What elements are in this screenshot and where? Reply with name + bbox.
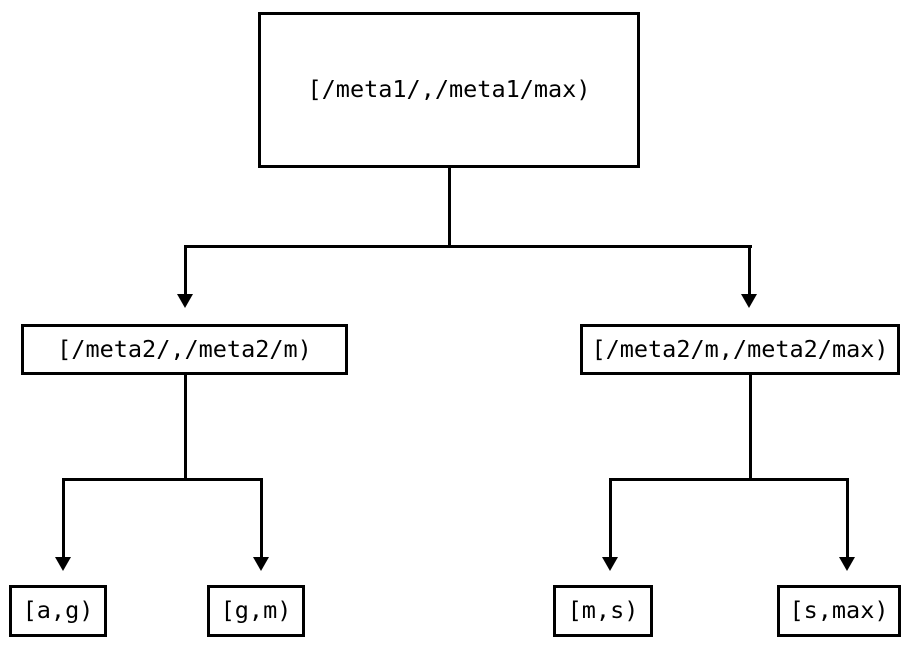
edge-root-crossbar <box>184 245 752 248</box>
edge-l2-right-to-leaf-smax <box>846 478 849 558</box>
edge-l2-right-to-leaf-ms <box>609 478 612 558</box>
node-leaf-ms-label: [m,s) <box>567 596 639 625</box>
edge-l2-left-crossbar <box>62 478 263 481</box>
edge-l2-right-stem <box>749 375 752 481</box>
edge-l2-left-to-leaf-ag <box>62 478 65 558</box>
node-leaf-ag[interactable]: [a,g) <box>9 585 107 637</box>
node-leaf-gm-label: [g,m) <box>220 596 292 625</box>
edge-l2-left-to-leaf-gm <box>260 478 263 558</box>
arrowhead-leaf-ag-icon <box>55 557 71 571</box>
edge-root-to-l2-left <box>184 245 187 296</box>
arrowhead-leaf-smax-icon <box>839 557 855 571</box>
arrowhead-leaf-ms-icon <box>602 557 618 571</box>
node-level2-right[interactable]: [/meta2/m,/meta2/max) <box>580 324 900 375</box>
edge-l2-right-crossbar <box>609 478 849 481</box>
arrowhead-root-to-l2-right-icon <box>741 294 757 308</box>
node-level2-left[interactable]: [/meta2/,/meta2/m) <box>21 324 348 375</box>
node-leaf-smax[interactable]: [s,max) <box>777 585 901 637</box>
edge-root-to-l2-right <box>748 245 751 296</box>
node-leaf-ag-label: [a,g) <box>22 596 94 625</box>
node-root[interactable]: [/meta1/,/meta1/max) <box>258 12 640 168</box>
node-leaf-gm[interactable]: [g,m) <box>207 585 305 637</box>
node-leaf-ms[interactable]: [m,s) <box>553 585 653 637</box>
node-level2-right-label: [/meta2/m,/meta2/max) <box>591 334 889 363</box>
node-level2-left-label: [/meta2/,/meta2/m) <box>57 334 312 363</box>
arrowhead-leaf-gm-icon <box>253 557 269 571</box>
edge-root-stem <box>448 168 451 248</box>
arrowhead-root-to-l2-left-icon <box>177 294 193 308</box>
edge-l2-left-stem <box>184 375 187 481</box>
node-root-label: [/meta1/,/meta1/max) <box>307 75 591 104</box>
node-leaf-smax-label: [s,max) <box>789 596 889 625</box>
